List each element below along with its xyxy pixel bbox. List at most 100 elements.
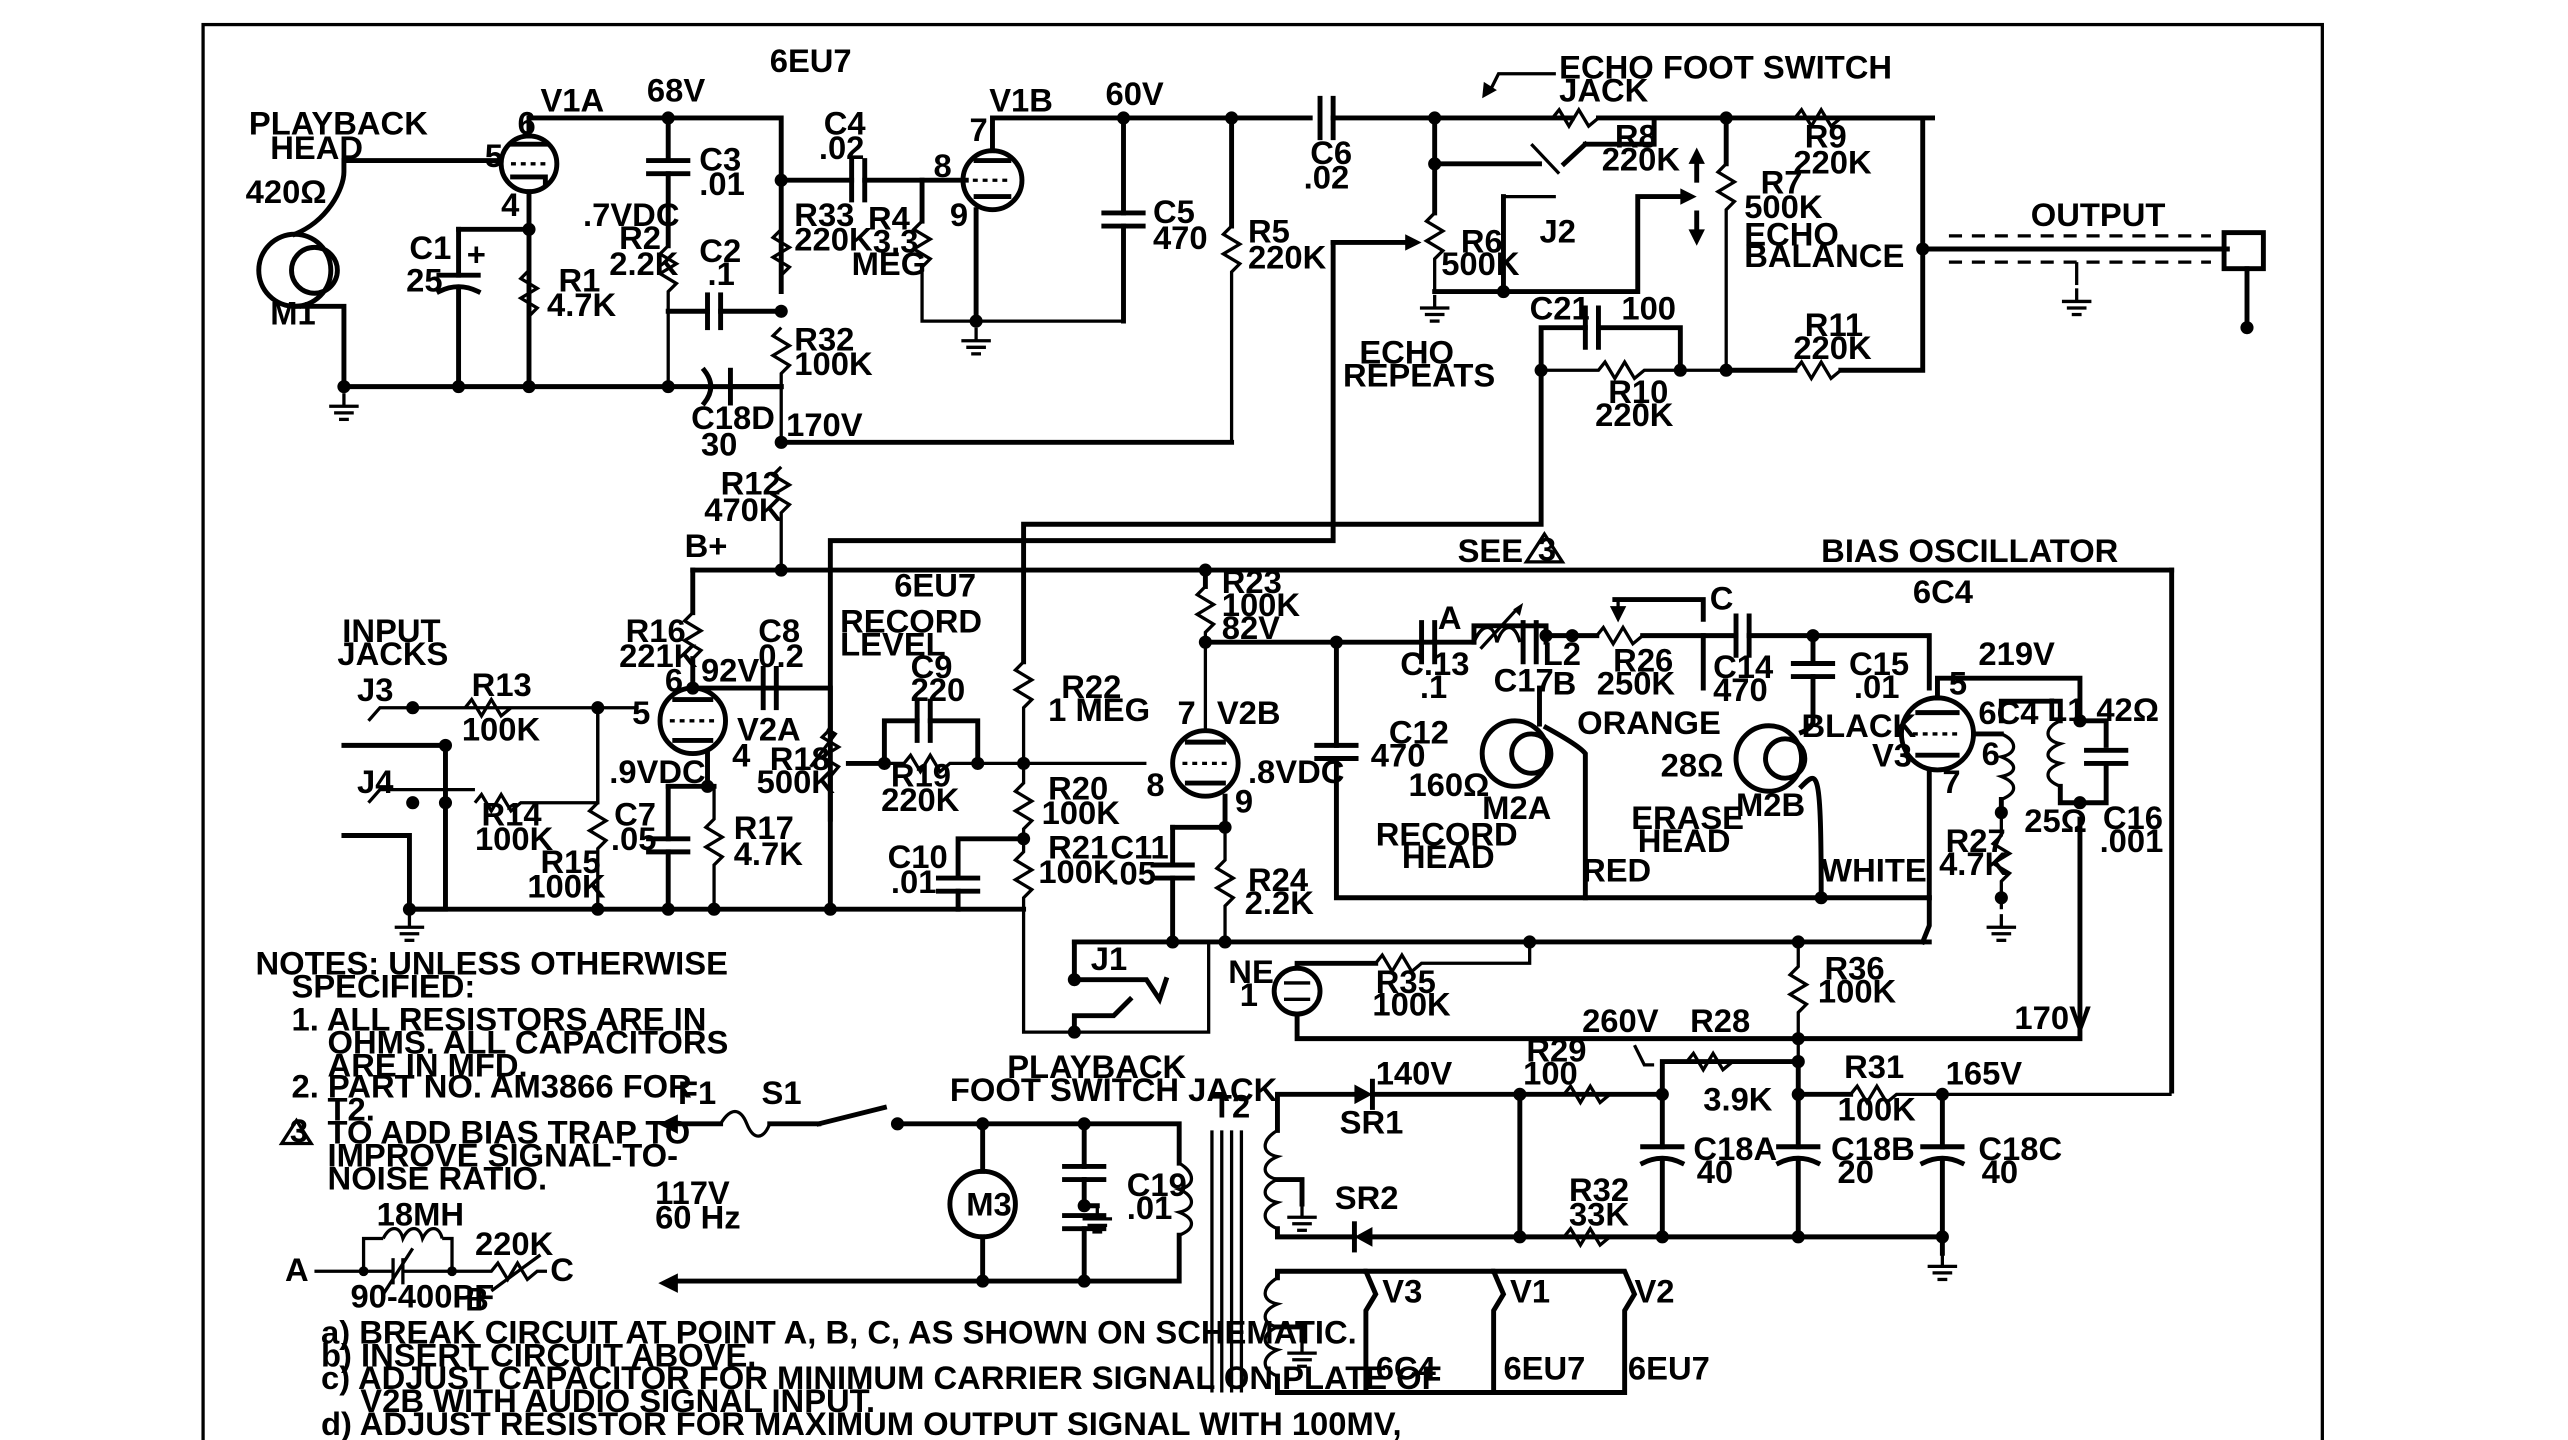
erase-head-impedance: 28Ω (1661, 747, 1724, 784)
v1a-cathode-pin: 4 (501, 186, 520, 223)
r5-value: 220K (1248, 239, 1327, 276)
r11-ref: R11 (1805, 306, 1863, 343)
erase-head-label1: ERASE (1631, 799, 1744, 836)
r35-ref: R35 (1376, 963, 1436, 1000)
black-wire-label: BLACK (1802, 707, 1917, 744)
c21-ref: C21 (1530, 289, 1590, 326)
r24-ref: R24 (1248, 861, 1309, 898)
c12-ref: C12 (1389, 714, 1449, 751)
v2a-plate-voltage: 92V (701, 651, 759, 688)
c16-value: .001 (2100, 822, 2164, 859)
c18a-value: 40 (1697, 1153, 1733, 1190)
record-level-label2: LEVEL (840, 625, 946, 662)
echo-jack-label2: JACK (1559, 72, 1649, 109)
c18c-ref: C18C (1978, 1130, 2062, 1167)
echo-jack-label1: ECHO FOOT SWITCH (1559, 49, 1892, 86)
c9-value: 220 (911, 671, 966, 708)
trap-point-c: C (550, 1251, 574, 1288)
playback-head-label1: PLAYBACK (249, 104, 428, 141)
playback-jack-label2: FOOT SWITCH JACK (950, 1071, 1278, 1108)
r32b-value: 33K (1569, 1195, 1629, 1232)
r17-value: 4.7K (734, 835, 804, 872)
r1-ref: R1 (558, 262, 600, 299)
note-1c: ARE IN MFD. (328, 1046, 528, 1083)
step-c2: V2B WITH AUDIO SIGNAL INPUT. (360, 1382, 875, 1419)
c4-ref: C4 (824, 104, 867, 141)
c4-value: .02 (819, 129, 865, 166)
c18b-ref: C18B (1831, 1130, 1915, 1167)
note-1a: 1. ALL RESISTORS ARE IN (292, 1000, 707, 1037)
r31-ref: R31 (1844, 1048, 1904, 1085)
v1a-plate-voltage: 68V (647, 72, 705, 109)
r6-value: 500K (1441, 245, 1520, 282)
v2a-grid-pin: 5 (632, 694, 650, 731)
erase-head-m2b (1733, 718, 1824, 901)
erase-head-ref: M2B (1736, 786, 1805, 823)
drawing-border (201, 22, 2324, 1440)
c3-value: .01 (699, 165, 745, 202)
r7-value: 500K (1744, 188, 1823, 225)
v1b-grid-pin: 8 (934, 147, 952, 184)
heater-v1-ref: V1 (1510, 1272, 1550, 1309)
step-a: a) BREAK CIRCUIT AT POINT A, B, C, AS SH… (321, 1313, 1357, 1350)
r36-value: 100K (1818, 973, 1897, 1010)
r20-ref: R20 (1048, 769, 1108, 806)
v2b-grid-pin: 8 (1146, 766, 1164, 803)
r32-value: 100K (794, 345, 873, 382)
r18-value: 500K (757, 763, 836, 800)
r16-value: 221K (619, 637, 698, 674)
r8-ref: R8 (1615, 117, 1657, 154)
note-3a: TO ADD BIAS TRAP TO (328, 1113, 691, 1150)
v1a-grid-pin: 5 (485, 137, 503, 174)
r28-value: 3.9K (1703, 1081, 1773, 1118)
c5-value: 470 (1153, 219, 1208, 256)
note-1b: OHMS. ALL CAPACITORS (328, 1023, 729, 1060)
r29-value: 100 (1523, 1055, 1578, 1092)
echo-mix-section: ECHO FOOT SWITCH JACK R8 220K R6 500K J2… (827, 49, 2266, 740)
red-wire-label: RED (1582, 851, 1651, 888)
c18c-value: 40 (1982, 1153, 2018, 1190)
v1b-plate-voltage: 60V (1105, 75, 1163, 112)
c18d-ref: C18D (691, 399, 775, 436)
heater-v2-ref: V2 (1634, 1272, 1674, 1309)
r13-value: 100K (462, 710, 541, 747)
trap-point-b: B (465, 1281, 489, 1318)
r19-ref: R19 (891, 756, 951, 793)
r27-value: 4.7K (1939, 845, 2009, 882)
l1-ref: L1 (2047, 691, 2085, 728)
f1-label: F1 (678, 1074, 716, 1111)
playback-head-label2: HEAD (270, 129, 363, 166)
c16-ref: C16 (2103, 799, 2163, 836)
point-c-label: C (1710, 579, 1734, 616)
c17-label: C17 (1494, 661, 1554, 698)
input-jacks-label2: JACKS (337, 635, 448, 672)
v3-cathode-pin: 7 (1942, 763, 1960, 800)
r33-ref: R33 (794, 196, 854, 233)
v170-top: 170V (786, 406, 863, 443)
c8-value: 0.2 (758, 637, 804, 674)
c2-ref: C2 (699, 232, 741, 269)
c7-value: .05 (611, 820, 657, 857)
note-3c: NOISE RATIO. (328, 1159, 548, 1196)
v2a-name: V2A (737, 710, 801, 747)
r16-ref: R16 (626, 612, 686, 649)
r22-value: 1 MEG (1048, 691, 1150, 728)
r23-ref: R23 (1222, 563, 1282, 600)
r7-label2: BALANCE (1744, 237, 1904, 274)
step-b: b) INSERT CIRCUIT ABOVE. (321, 1336, 756, 1373)
trap-point-a: A (285, 1251, 309, 1288)
v1a-cathode-voltage: .7VDC (583, 196, 679, 233)
r10-value: 220K (1595, 396, 1674, 433)
c15-ref: C15 (1849, 645, 1909, 682)
record-head-m2a (1479, 685, 1588, 901)
ne1-label2: 1 (1240, 976, 1258, 1013)
mains-label2: 60 Hz (655, 1199, 741, 1236)
c1-value: 25 (406, 262, 442, 299)
r9-ref: R9 (1805, 117, 1847, 154)
v1b-cathode-pin: 9 (950, 196, 968, 233)
r8-value: 220K (1602, 140, 1681, 177)
v2-tube-type: 6EU7 (894, 566, 976, 603)
playback-head-ref: M1 (270, 294, 315, 331)
l1-impedance: 42Ω (2096, 691, 2159, 728)
